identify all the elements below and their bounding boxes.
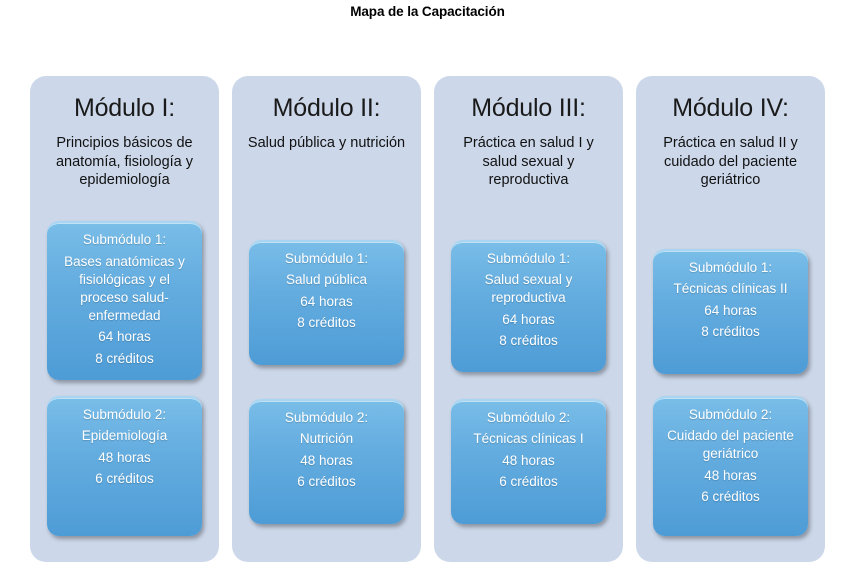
module-column-4: Módulo IV: Práctica en salud II y cuidad…	[636, 76, 825, 562]
module-title-1: Módulo I:	[73, 94, 176, 122]
submodule-hours: 64 horas	[300, 293, 353, 309]
submodule-card[interactable]: Submódulo 2: Epidemiología 48 horas 6 cr…	[47, 396, 202, 536]
submodule-heading: Submódulo 1:	[486, 251, 571, 266]
submodule-hours: 64 horas	[98, 329, 151, 345]
submodule-name: Bases anatómicas y fisiológicas y el pro…	[64, 253, 185, 323]
submodule-credits: 8 créditos	[701, 324, 760, 340]
submodule-card[interactable]: Submódulo 1: Salud pública 64 horas 8 cr…	[249, 240, 404, 365]
submodule-credits: 6 créditos	[499, 474, 558, 490]
submodule-hours: 48 horas	[98, 449, 151, 465]
module-title-3: Módulo III:	[471, 94, 586, 122]
module-column-1: Módulo I: Principios básicos de anatomía…	[30, 76, 219, 562]
submodule-card[interactable]: Submódulo 2: Nutrición 48 horas 6 crédit…	[249, 399, 404, 524]
submodule-hours: 64 horas	[704, 302, 757, 318]
capacitacion-module-map: Módulo I: Principios básicos de anatomía…	[30, 76, 825, 562]
module-subtitle-2: Salud pública y nutrición	[247, 135, 406, 151]
submodule-name: Técnicas clínicas I	[473, 431, 584, 447]
submodule-credits: 6 créditos	[701, 489, 760, 505]
submodule-heading: Submódulo 1:	[284, 251, 369, 266]
submodule-hours: 48 horas	[502, 452, 555, 468]
submodule-name: Salud pública	[285, 272, 368, 288]
submodule-credits: 8 créditos	[499, 333, 558, 349]
submodule-heading: Submódulo 1:	[82, 232, 167, 248]
submodule-credits: 8 créditos	[95, 350, 154, 366]
module-title-4: Módulo IV:	[672, 94, 789, 122]
submodule-name: Salud sexual y reproductiva	[484, 272, 573, 306]
submodule-heading: Submódulo 2:	[284, 410, 369, 425]
submodule-card[interactable]: Submódulo 2: Técnicas clínicas I 48 hora…	[451, 399, 606, 524]
submodule-list-2: Submódulo 1: Salud pública 64 horas 8 cr…	[241, 240, 412, 552]
submodule-card[interactable]: Submódulo 1: Salud sexual y reproductiva…	[451, 240, 606, 372]
module-column-2: Módulo II: Salud pública y nutrición Sub…	[232, 76, 421, 562]
module-title-2: Módulo II:	[272, 94, 381, 122]
submodule-heading: Submódulo 2:	[688, 407, 773, 422]
page-title: Mapa de la Capacitación	[350, 4, 505, 19]
submodule-name: Epidemiología	[81, 428, 168, 444]
submodule-hours: 48 horas	[300, 452, 353, 468]
submodule-credits: 6 créditos	[297, 474, 356, 490]
module-subtitle-4: Práctica en salud II y cuidado del pacie…	[663, 135, 798, 189]
submodule-heading: Submódulo 2:	[486, 410, 571, 425]
submodule-name: Cuidado del paciente geriátrico	[667, 428, 794, 462]
submodule-card[interactable]: Submódulo 1: Técnicas clínicas II 64 hor…	[653, 249, 808, 374]
submodule-heading: Submódulo 1:	[688, 260, 773, 275]
submodule-heading: Submódulo 2:	[82, 407, 167, 422]
submodule-name: Técnicas clínicas II	[673, 281, 788, 297]
module-subtitle-1: Principios básicos de anatomía, fisiolog…	[55, 135, 194, 189]
module-subtitle-3: Práctica en salud I y salud sexual y rep…	[463, 135, 594, 189]
submodule-card[interactable]: Submódulo 2: Cuidado del paciente geriát…	[653, 396, 808, 536]
submodule-list-4: Submódulo 1: Técnicas clínicas II 64 hor…	[645, 249, 816, 552]
submodule-list-1: Submódulo 1: Bases anatómicas y fisiológ…	[39, 221, 210, 552]
submodule-name: Nutrición	[299, 431, 354, 447]
submodule-hours: 48 horas	[704, 467, 757, 483]
submodule-list-3: Submódulo 1: Salud sexual y reproductiva…	[443, 240, 614, 552]
module-column-3: Módulo III: Práctica en salud I y salud …	[434, 76, 623, 562]
submodule-card[interactable]: Submódulo 1: Bases anatómicas y fisiológ…	[47, 221, 202, 380]
submodule-hours: 64 horas	[502, 311, 555, 327]
submodule-credits: 8 créditos	[297, 315, 356, 331]
submodule-credits: 6 créditos	[95, 471, 154, 487]
